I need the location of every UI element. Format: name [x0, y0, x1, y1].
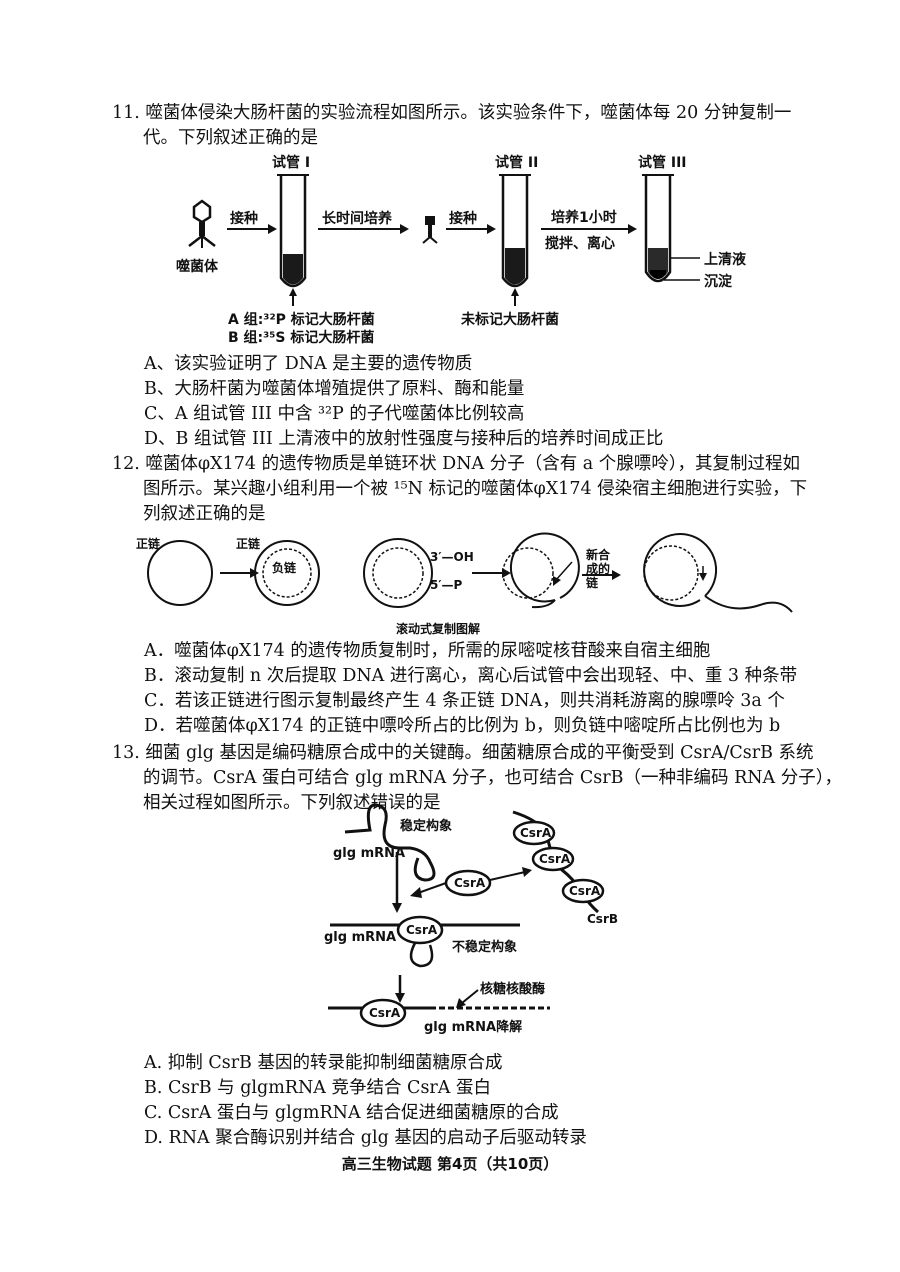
phage-label: 噬菌体: [176, 259, 218, 275]
q13-number: 13.: [112, 743, 140, 763]
arrow-to-mrna: [417, 882, 447, 894]
double-strand-circle-outer: [254, 540, 320, 606]
tube1-label: 试管 I: [272, 155, 311, 171]
page-footer: 高三生物试题 第4页（共10页）: [341, 1155, 559, 1173]
q13-option-d[interactable]: D. RNA 聚合酶识别并结合 glg 基因的启动子后驱动转录: [144, 1128, 587, 1148]
q13-stem-line2: 的调节。CsrA 蛋白可结合 glg mRNA 分子，也可结合 CsrB（一种非…: [143, 768, 843, 788]
glg-mrna-label-2: glg mRNA: [324, 930, 397, 945]
tube2-label: 试管 II: [495, 155, 539, 171]
rnase-label: 核糖核酸酶: [480, 982, 546, 997]
q12-stem-line1: 12. 噬菌体φX174 的遗传物质是单链环状 DNA 分子（含有 a 个腺嘌呤…: [112, 452, 800, 476]
q13-stem-line3: 相关过程如图所示。下列叙述错误的是: [143, 793, 441, 813]
q12-stem-line3: 列叙述正确的是: [143, 504, 266, 524]
csra-degrade-shape: [359, 998, 407, 1028]
test-tube-1: [277, 174, 309, 288]
q11-option-a[interactable]: A、该实验证明了 DNA 是主要的遗传物质: [144, 354, 473, 374]
plus-strand-label-1: 正链: [136, 537, 161, 551]
mrna-stable-strand: [344, 803, 436, 882]
q11-option-b[interactable]: B、大肠杆菌为噬菌体增殖提供了原料、酶和能量: [144, 379, 525, 399]
minus-strand-circle: [262, 548, 312, 598]
unstable-label: 不稳定构象: [452, 940, 518, 955]
plus-strand-label-2: 正链: [236, 537, 261, 551]
new-strand-label: 新合成的链: [586, 548, 611, 590]
csra-b2-label: CsrA: [539, 852, 571, 866]
unlabeled-label: 未标记大肠杆菌: [461, 312, 559, 328]
inoculate2-label: 接种: [449, 211, 477, 227]
arrow-to-csrb: [489, 871, 526, 881]
csra-free-label: CsrA: [454, 876, 486, 890]
csra-deg-label: CsrA: [369, 1006, 401, 1020]
q13-option-c[interactable]: C. CsrA 蛋白与 glgmRNA 结合促进细菌糖原的合成: [144, 1103, 559, 1123]
q13-stem-text-1: 细菌 glg 基因是编码糖原合成中的关键酶。细菌糖原合成的平衡受到 CsrA/C…: [145, 743, 814, 763]
q12-option-b[interactable]: B．滚动复制 n 次后提取 DNA 进行离心，离心后试管中会出现轻、中、重 3 …: [144, 666, 798, 686]
figure-caption: 滚动式复制图解: [396, 622, 481, 636]
rolling-circle-2: [643, 533, 718, 607]
supernatant-label: 上清液: [704, 252, 746, 268]
rolling-circle-1: [509, 532, 580, 603]
csra-bound-shape: [396, 915, 444, 945]
group-b-label: B 组:³⁵S 标记大肠杆菌: [228, 330, 375, 346]
q11-stem-line2: 代。下列叙述正确的是: [143, 128, 318, 148]
degradation-label: glg mRNA降解: [424, 1020, 523, 1035]
nicked-circle-outer: [363, 538, 433, 608]
p-end-label: 5′—P: [430, 578, 463, 592]
q12-option-a[interactable]: A．噬菌体φX174 的遗传物质复制时，所需的尿嘧啶核苷酸来自宿主细胞: [144, 641, 711, 661]
q12-stem-line2: 图所示。某兴趣小组利用一个被 ¹⁵N 标记的噬菌体φX174 侵染宿主细胞进行实…: [143, 479, 808, 499]
stir-centrifuge-label: 搅拌、离心: [545, 236, 615, 252]
test-tube-2: [499, 174, 531, 288]
q11-option-c[interactable]: C、A 组试管 III 中含 ³²P 的子代噬菌体比例较高: [144, 404, 525, 424]
arrow-new-strand: [555, 561, 573, 581]
glg-mrna-label-1: glg mRNA: [333, 846, 406, 861]
group-a-label: A 组:³²P 标记大肠杆菌: [228, 312, 375, 328]
csra-b3-label: CsrA: [569, 884, 601, 898]
q13-option-b[interactable]: B. CsrB 与 glgmRNA 竞争结合 CsrA 蛋白: [144, 1078, 491, 1098]
q13-option-a[interactable]: A. 抑制 CsrB 基因的转录能抑制细菌糖原合成: [144, 1053, 503, 1073]
q11-number: 11.: [112, 103, 140, 123]
plus-strand-circle: [147, 540, 213, 606]
arrow-rnase: [461, 989, 479, 1004]
culture-1h-label: 培养1小时: [551, 210, 617, 226]
q11-stem-text-1: 噬菌体侵染大肠杆菌的实验流程如图所示。该实验条件下，噬菌体每 20 分钟复制一: [145, 103, 792, 123]
tube3-label: 试管 III: [638, 155, 687, 171]
q12-number: 12.: [112, 454, 140, 474]
nicked-circle-inner: [372, 547, 424, 599]
phage-icon: [188, 199, 216, 248]
csrb-label: CsrB: [587, 912, 619, 926]
q12-option-d[interactable]: D．若噬菌体φX174 的正链中嘌呤所占的比例为 b，则负链中嘧啶所占比例也为 …: [144, 716, 781, 736]
inoculate1-label: 接种: [230, 211, 258, 227]
minus-strand-label: 负链: [272, 561, 297, 575]
long-culture-label: 长时间培养: [322, 211, 392, 227]
test-tube-3: [642, 174, 674, 283]
q12-option-c[interactable]: C．若该正链进行图示复制最终产生 4 条正链 DNA，则共消耗游离的腺嘌呤 3a…: [144, 691, 785, 711]
q11-stem-line1: 11. 噬菌体侵染大肠杆菌的实验流程如图所示。该实验条件下，噬菌体每 20 分钟…: [112, 101, 791, 125]
q13-stem-line1: 13. 细菌 glg 基因是编码糖原合成中的关键酶。细菌糖原合成的平衡受到 Cs…: [112, 741, 814, 765]
q12-stem-text-1: 噬菌体φX174 的遗传物质是单链环状 DNA 分子（含有 a 个腺嘌呤），其复…: [145, 454, 801, 474]
phage-small-icon: [422, 216, 438, 244]
q11-option-d[interactable]: D、B 组试管 III 上清液中的放射性强度与接种后的培养时间成正比: [144, 429, 664, 449]
precipitate-label: 沉淀: [704, 274, 732, 290]
oh-end-label: 3′—OH: [430, 550, 474, 564]
csra-b1-label: CsrA: [520, 826, 552, 840]
stable-label: 稳定构象: [400, 819, 453, 834]
csra-bound-label: CsrA: [406, 923, 438, 937]
